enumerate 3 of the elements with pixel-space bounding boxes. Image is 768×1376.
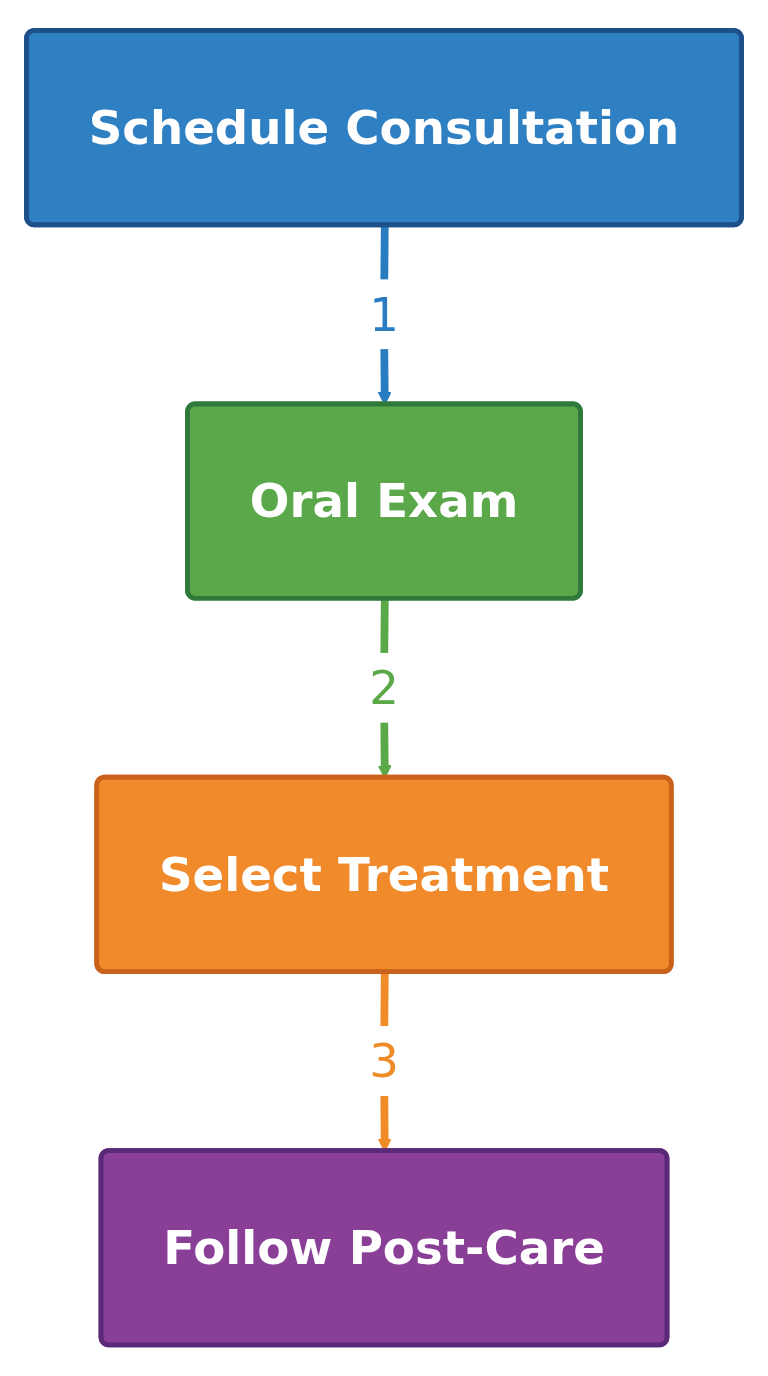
edge-label: 2 [369, 660, 399, 716]
edge-label: 3 [369, 1034, 399, 1089]
edge-label: 1 [369, 287, 399, 342]
